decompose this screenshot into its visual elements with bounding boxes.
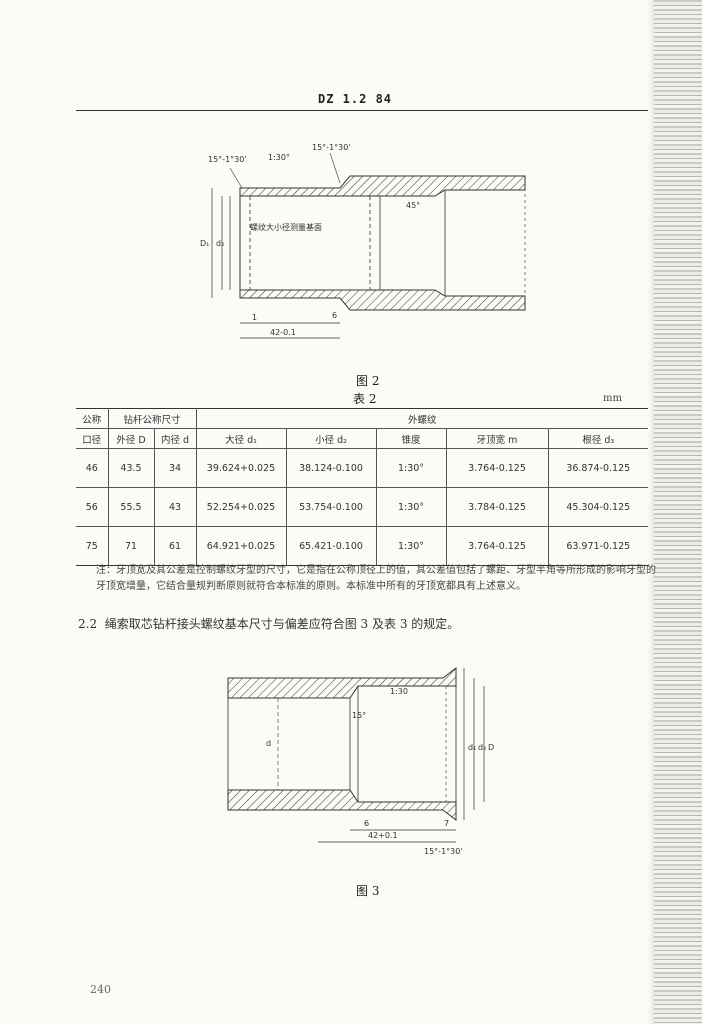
header-rule bbox=[76, 110, 648, 111]
table-head-cell: 口径 bbox=[76, 428, 109, 449]
table-cell: 52.254+0.025 bbox=[195, 487, 287, 527]
table-head-cell: 钻杆公称尺寸 bbox=[107, 408, 197, 429]
fig2-plane-label: 螺纹大小径测量基面 bbox=[250, 222, 322, 232]
table-head-cell: 锥度 bbox=[375, 428, 447, 449]
table-cell: 45.304-0.125 bbox=[547, 487, 648, 527]
table-cell: 43 bbox=[153, 487, 197, 527]
table-head-cell: 牙顶宽 m bbox=[445, 428, 549, 449]
table-cell: 1:30° bbox=[375, 526, 447, 566]
fig3-len-small: 6 bbox=[364, 819, 369, 828]
section-number: 2.2 bbox=[78, 617, 98, 631]
table-cell: 43.5 bbox=[107, 448, 155, 488]
fig2-len-small2: 6 bbox=[332, 311, 337, 320]
table-cell: 64.921+0.025 bbox=[195, 526, 287, 566]
table-head-cell: 外径 D bbox=[107, 428, 155, 449]
figure-3-drawing: d₁ d₂ D d 1:30 15° 6 7 42+0.1 15°-1°30' bbox=[227, 666, 494, 856]
table-cell: 3.764-0.125 bbox=[445, 448, 549, 488]
page-scan-edge bbox=[654, 0, 702, 1024]
table-cell: 3.784-0.125 bbox=[445, 487, 549, 527]
table-head-cell: 根径 d₃ bbox=[547, 428, 648, 449]
fig3-angle15: 15° bbox=[352, 711, 366, 720]
table-cell: 61 bbox=[153, 526, 197, 566]
table-head-cell: 公称 bbox=[76, 408, 109, 429]
figure-2-drawing: D₁ d₂ 1 6 42-0.1 15°-1°30' 1:30° 15°-1°3… bbox=[200, 143, 526, 339]
fig3-d2-label: d₂ bbox=[478, 743, 486, 752]
fig3-angle15b: 15°-1°30' bbox=[424, 847, 463, 856]
table-cell: 36.874-0.125 bbox=[547, 448, 648, 488]
table-2-unit: mm bbox=[603, 393, 622, 404]
table-cell: 3.764-0.125 bbox=[445, 526, 549, 566]
page-number: 240 bbox=[90, 983, 111, 996]
fig2-d2-label: d₂ bbox=[216, 239, 224, 248]
section-2-2: 2.2 绳索取芯钻杆接头螺纹基本尺寸与偏差应符合图 3 及表 3 的规定。 bbox=[78, 615, 459, 632]
table-cell: 71 bbox=[107, 526, 155, 566]
table-cell: 1:30° bbox=[375, 448, 447, 488]
table-cell: 1:30° bbox=[375, 487, 447, 527]
table-row: 56 55.5 43 52.254+0.025 53.754-0.100 1:3… bbox=[76, 487, 648, 527]
table-row: 75 71 61 64.921+0.025 65.421-0.100 1:30°… bbox=[76, 526, 648, 566]
table-cell: 53.754-0.100 bbox=[285, 487, 377, 527]
table-row: 46 43.5 34 39.624+0.025 38.124-0.100 1:3… bbox=[76, 448, 648, 488]
fig2-taper: 1:30° bbox=[268, 153, 290, 162]
section-text: 绳索取芯钻杆接头螺纹基本尺寸与偏差应符合图 3 及表 3 的规定。 bbox=[104, 617, 460, 631]
fig3-D-label: D bbox=[488, 743, 494, 752]
table-cell: 65.421-0.100 bbox=[285, 526, 377, 566]
fig2-d1-label: D₁ bbox=[200, 239, 209, 248]
fig2-chamfer: 45° bbox=[406, 201, 420, 210]
table-head-cell: 小径 d₂ bbox=[285, 428, 377, 449]
table-2-note: 注：牙顶宽及其公差是控制螺纹牙型的尺寸，它是指在公称顶径上的值，其公差值包括了螺… bbox=[96, 565, 656, 592]
table-cell: 56 bbox=[76, 487, 109, 527]
figure-2-caption: 图 2 bbox=[356, 374, 380, 388]
fig3-taper: 1:30 bbox=[390, 687, 408, 696]
fig2-tip-angle: 15°-1°30' bbox=[208, 155, 247, 164]
fig3-len-small2: 7 bbox=[444, 819, 449, 828]
table-cell: 75 bbox=[76, 526, 109, 566]
table-cell: 55.5 bbox=[107, 487, 155, 527]
fig2-len-main: 42-0.1 bbox=[270, 328, 296, 337]
fig3-d1-label: d₁ bbox=[468, 743, 476, 752]
fig2-len-small: 1 bbox=[252, 313, 257, 322]
figure-3-caption: 图 3 bbox=[356, 884, 380, 898]
table-cell: 34 bbox=[153, 448, 197, 488]
fig2-top-angle: 15°-1°30' bbox=[312, 143, 351, 152]
fig3-d-label: d bbox=[266, 739, 271, 748]
table-2: 公称 钻杆公称尺寸 外螺纹 口径 外径 D 内径 d 大径 d₁ 小径 d₂ 锥… bbox=[76, 408, 648, 566]
table-head-cell: 外螺纹 bbox=[195, 408, 648, 429]
table-cell: 63.971-0.125 bbox=[547, 526, 648, 566]
page-shadow bbox=[648, 0, 654, 1024]
table-cell: 38.124-0.100 bbox=[285, 448, 377, 488]
table-head-cell: 内径 d bbox=[153, 428, 197, 449]
table-head-cell: 大径 d₁ bbox=[195, 428, 287, 449]
table-cell: 46 bbox=[76, 448, 109, 488]
fig3-len-main: 42+0.1 bbox=[368, 831, 398, 840]
standard-header: DZ 1.2 84 bbox=[318, 92, 393, 106]
table-cell: 39.624+0.025 bbox=[195, 448, 287, 488]
table-2-title: 表 2 bbox=[353, 392, 377, 406]
